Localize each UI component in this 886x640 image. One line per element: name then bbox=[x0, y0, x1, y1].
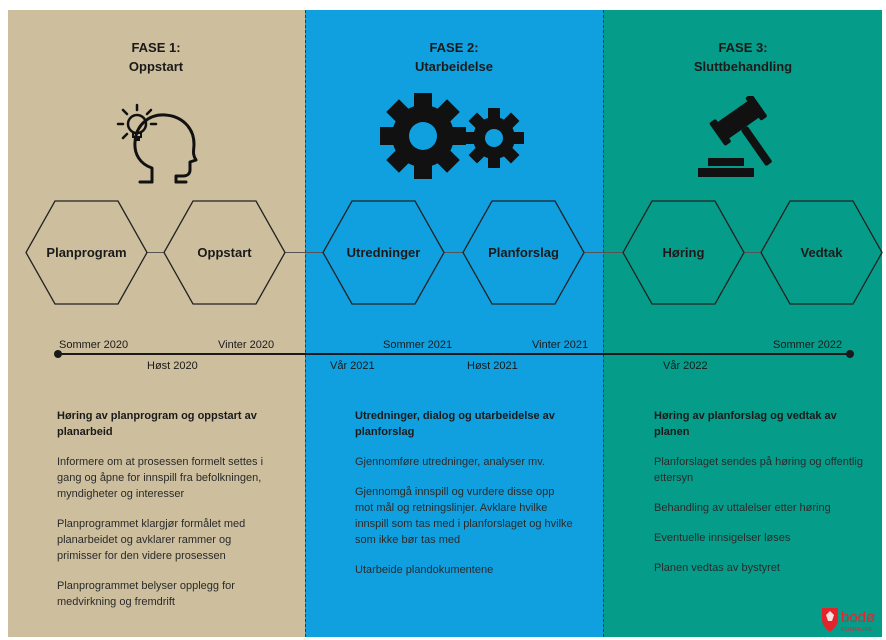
description-heading: Høring av planprogram og oppstart av pla… bbox=[57, 410, 257, 438]
step-hexagon: Utredninger bbox=[322, 200, 445, 305]
phase-divider bbox=[603, 10, 604, 637]
description-paragraph: Gjennomgå innspill og vurdere disse opp … bbox=[355, 486, 573, 546]
step-hexagon: Planforslag bbox=[462, 200, 585, 305]
phase-number: FASE 2: bbox=[429, 40, 479, 55]
timeline-label: Sommer 2020 bbox=[59, 339, 129, 351]
step-label: Vedtak bbox=[800, 245, 843, 260]
phase-name: Sluttbehandling bbox=[693, 59, 793, 74]
phase-3-title: FASE 3: Sluttbehandling bbox=[623, 38, 863, 76]
phase-number: FASE 3: bbox=[718, 40, 768, 55]
timeline-label: Sommer 2022 bbox=[773, 339, 843, 351]
gears-icon bbox=[380, 93, 524, 179]
phase-name: Oppstart bbox=[128, 59, 184, 74]
step-hexagon: Planprogram bbox=[25, 200, 148, 305]
bodo-kommune-logo: bodø KOMMUNE bbox=[820, 605, 882, 640]
step-label: Utredninger bbox=[346, 245, 421, 260]
phase-name: Utarbeidelse bbox=[414, 59, 494, 74]
timeline-line bbox=[58, 353, 851, 355]
description-paragraph: Planforslaget sendes på høring og offent… bbox=[654, 456, 863, 484]
timeline-start-dot bbox=[54, 350, 62, 358]
description-paragraph: Behandling av uttalelser etter høring bbox=[654, 502, 831, 514]
timeline-label: Høst 2020 bbox=[147, 360, 198, 372]
head-lightbulb-icon bbox=[116, 103, 198, 184]
logo-text: bodø bbox=[841, 609, 875, 626]
phase-3-description: Høring av planforslag og vedtak av plane… bbox=[654, 408, 874, 590]
gavel-icon bbox=[698, 96, 772, 177]
phase-2-title: FASE 2: Utarbeidelse bbox=[334, 38, 574, 76]
description-paragraph: Planen vedtas av bystyret bbox=[654, 562, 780, 574]
description-paragraph: Planprogrammet belyser opplegg for medvi… bbox=[57, 580, 235, 608]
step-label: Høring bbox=[662, 245, 705, 260]
description-paragraph: Planprogrammet klargjør formålet med pla… bbox=[57, 518, 246, 562]
step-label: Planforslag bbox=[488, 245, 559, 260]
phase-1-description: Høring av planprogram og oppstart av pla… bbox=[57, 408, 277, 624]
description-heading: Høring av planforslag og vedtak av plane… bbox=[654, 410, 837, 438]
timeline-label: Sommer 2021 bbox=[383, 339, 453, 351]
step-hexagon: Høring bbox=[622, 200, 745, 305]
step-hexagon: Vedtak bbox=[760, 200, 883, 305]
description-paragraph: Eventuelle innsigelser løses bbox=[654, 532, 791, 544]
phase-divider bbox=[305, 10, 306, 637]
timeline-label: Vår 2021 bbox=[330, 360, 375, 372]
timeline-label: Vinter 2021 bbox=[532, 339, 589, 351]
description-paragraph: Utarbeide plandokumentene bbox=[355, 564, 494, 576]
description-paragraph: Informere om at prosessen formelt settes… bbox=[57, 456, 264, 500]
step-hexagon: Oppstart bbox=[163, 200, 286, 305]
description-heading: Utredninger, dialog og utarbeidelse av p… bbox=[355, 410, 555, 438]
phase-1-title: FASE 1: Oppstart bbox=[36, 38, 276, 76]
timeline-end-dot bbox=[846, 350, 854, 358]
steps-connector bbox=[140, 252, 780, 253]
step-label: Oppstart bbox=[197, 245, 252, 260]
description-paragraph: Gjennomføre utredninger, analyser mv. bbox=[355, 456, 545, 468]
phase-number: FASE 1: bbox=[131, 40, 181, 55]
phase-2-description: Utredninger, dialog og utarbeidelse av p… bbox=[355, 408, 575, 592]
timeline-label: Vinter 2020 bbox=[218, 339, 275, 351]
timeline-label: Vår 2022 bbox=[663, 360, 708, 372]
logo-subtext: KOMMUNE bbox=[841, 627, 873, 633]
step-label: Planprogram bbox=[46, 245, 127, 260]
timeline-label: Høst 2021 bbox=[467, 360, 518, 372]
